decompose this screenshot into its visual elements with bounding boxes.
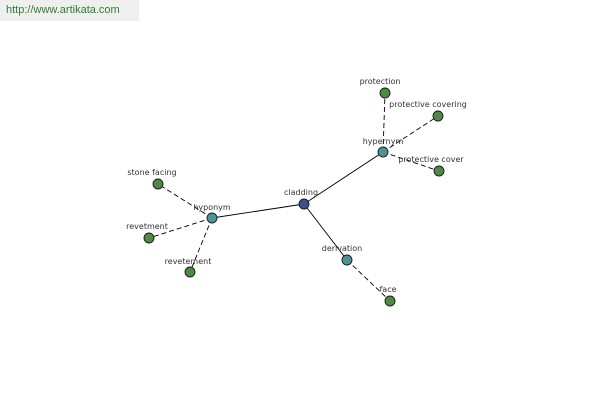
node-cladding[interactable] — [298, 198, 310, 210]
label-stone-facing: stone facing — [127, 168, 176, 177]
node-protective-cover[interactable] — [433, 165, 445, 177]
node-derivation[interactable] — [341, 254, 353, 266]
label-hyponym: hyponym — [193, 203, 231, 212]
label-cladding: cladding — [284, 188, 318, 197]
edges-layer — [148, 92, 440, 302]
node-hyponym[interactable] — [206, 212, 218, 224]
node-revetement[interactable] — [184, 266, 196, 278]
edge-derivation-to-face — [346, 259, 391, 302]
label-protective-covering: protective covering — [389, 100, 467, 109]
label-face: face — [379, 285, 396, 294]
edge-cladding-to-derivation — [303, 203, 348, 261]
label-derivation: derivation — [322, 244, 362, 253]
label-protective-cover: protective cover — [398, 155, 464, 164]
node-stone-facing[interactable] — [152, 178, 164, 190]
label-hypernym: hypernym — [363, 137, 404, 146]
edge-hypernym-to-protective-covering — [382, 115, 439, 153]
label-protection: protection — [360, 77, 401, 86]
edge-cladding-to-hyponym — [211, 203, 305, 219]
nodes-layer — [143, 87, 445, 307]
edge-hypernym-to-protective-cover — [382, 151, 440, 172]
labels-layer: cladding hypernym hyponym derivation protect… — [126, 77, 467, 294]
node-revetment[interactable] — [143, 232, 155, 244]
edge-hyponym-to-revetment — [148, 217, 213, 239]
node-face[interactable] — [384, 295, 396, 307]
url-banner[interactable]: http://www.artikata.com — [0, 0, 139, 21]
node-protection[interactable] — [379, 87, 391, 99]
label-revetement: revetement — [165, 257, 212, 266]
edge-hyponym-to-revetement — [189, 217, 213, 273]
node-protective-covering[interactable] — [432, 110, 444, 122]
edge-cladding-to-hypernym — [303, 151, 384, 205]
label-revetment: revetment — [126, 222, 168, 231]
edge-hypernym-to-protection — [382, 92, 386, 153]
node-hypernym[interactable] — [377, 146, 389, 158]
edge-hyponym-to-stone-facing — [157, 183, 213, 219]
